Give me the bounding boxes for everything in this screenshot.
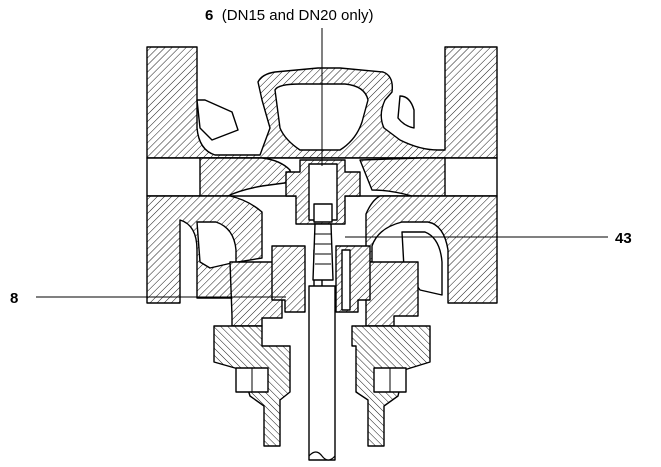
right-flange-lower [365, 195, 498, 304]
left-upper-cavity [196, 99, 239, 141]
bonnet-right [365, 261, 419, 327]
callout-43: 43 [615, 230, 632, 247]
plug-stud-tip [313, 203, 333, 223]
packing-ring-right [341, 249, 351, 311]
seat-wall-right [359, 157, 446, 197]
bonnet [213, 261, 431, 447]
plug-assembly [285, 159, 361, 461]
right-upper-cavity [397, 95, 415, 129]
gland-part-8 [271, 245, 306, 313]
seat-wall-left [199, 157, 293, 197]
packing-part-43 [335, 245, 371, 313]
stem-break [308, 451, 336, 461]
callout-8: 8 [10, 290, 18, 307]
left-lower-cavity [196, 221, 237, 269]
valve-stem [308, 285, 336, 461]
callout-6: 6 (DN15 and DN20 only) [205, 7, 374, 24]
stem-taper [312, 223, 334, 281]
right-lower-cavity [401, 231, 443, 296]
